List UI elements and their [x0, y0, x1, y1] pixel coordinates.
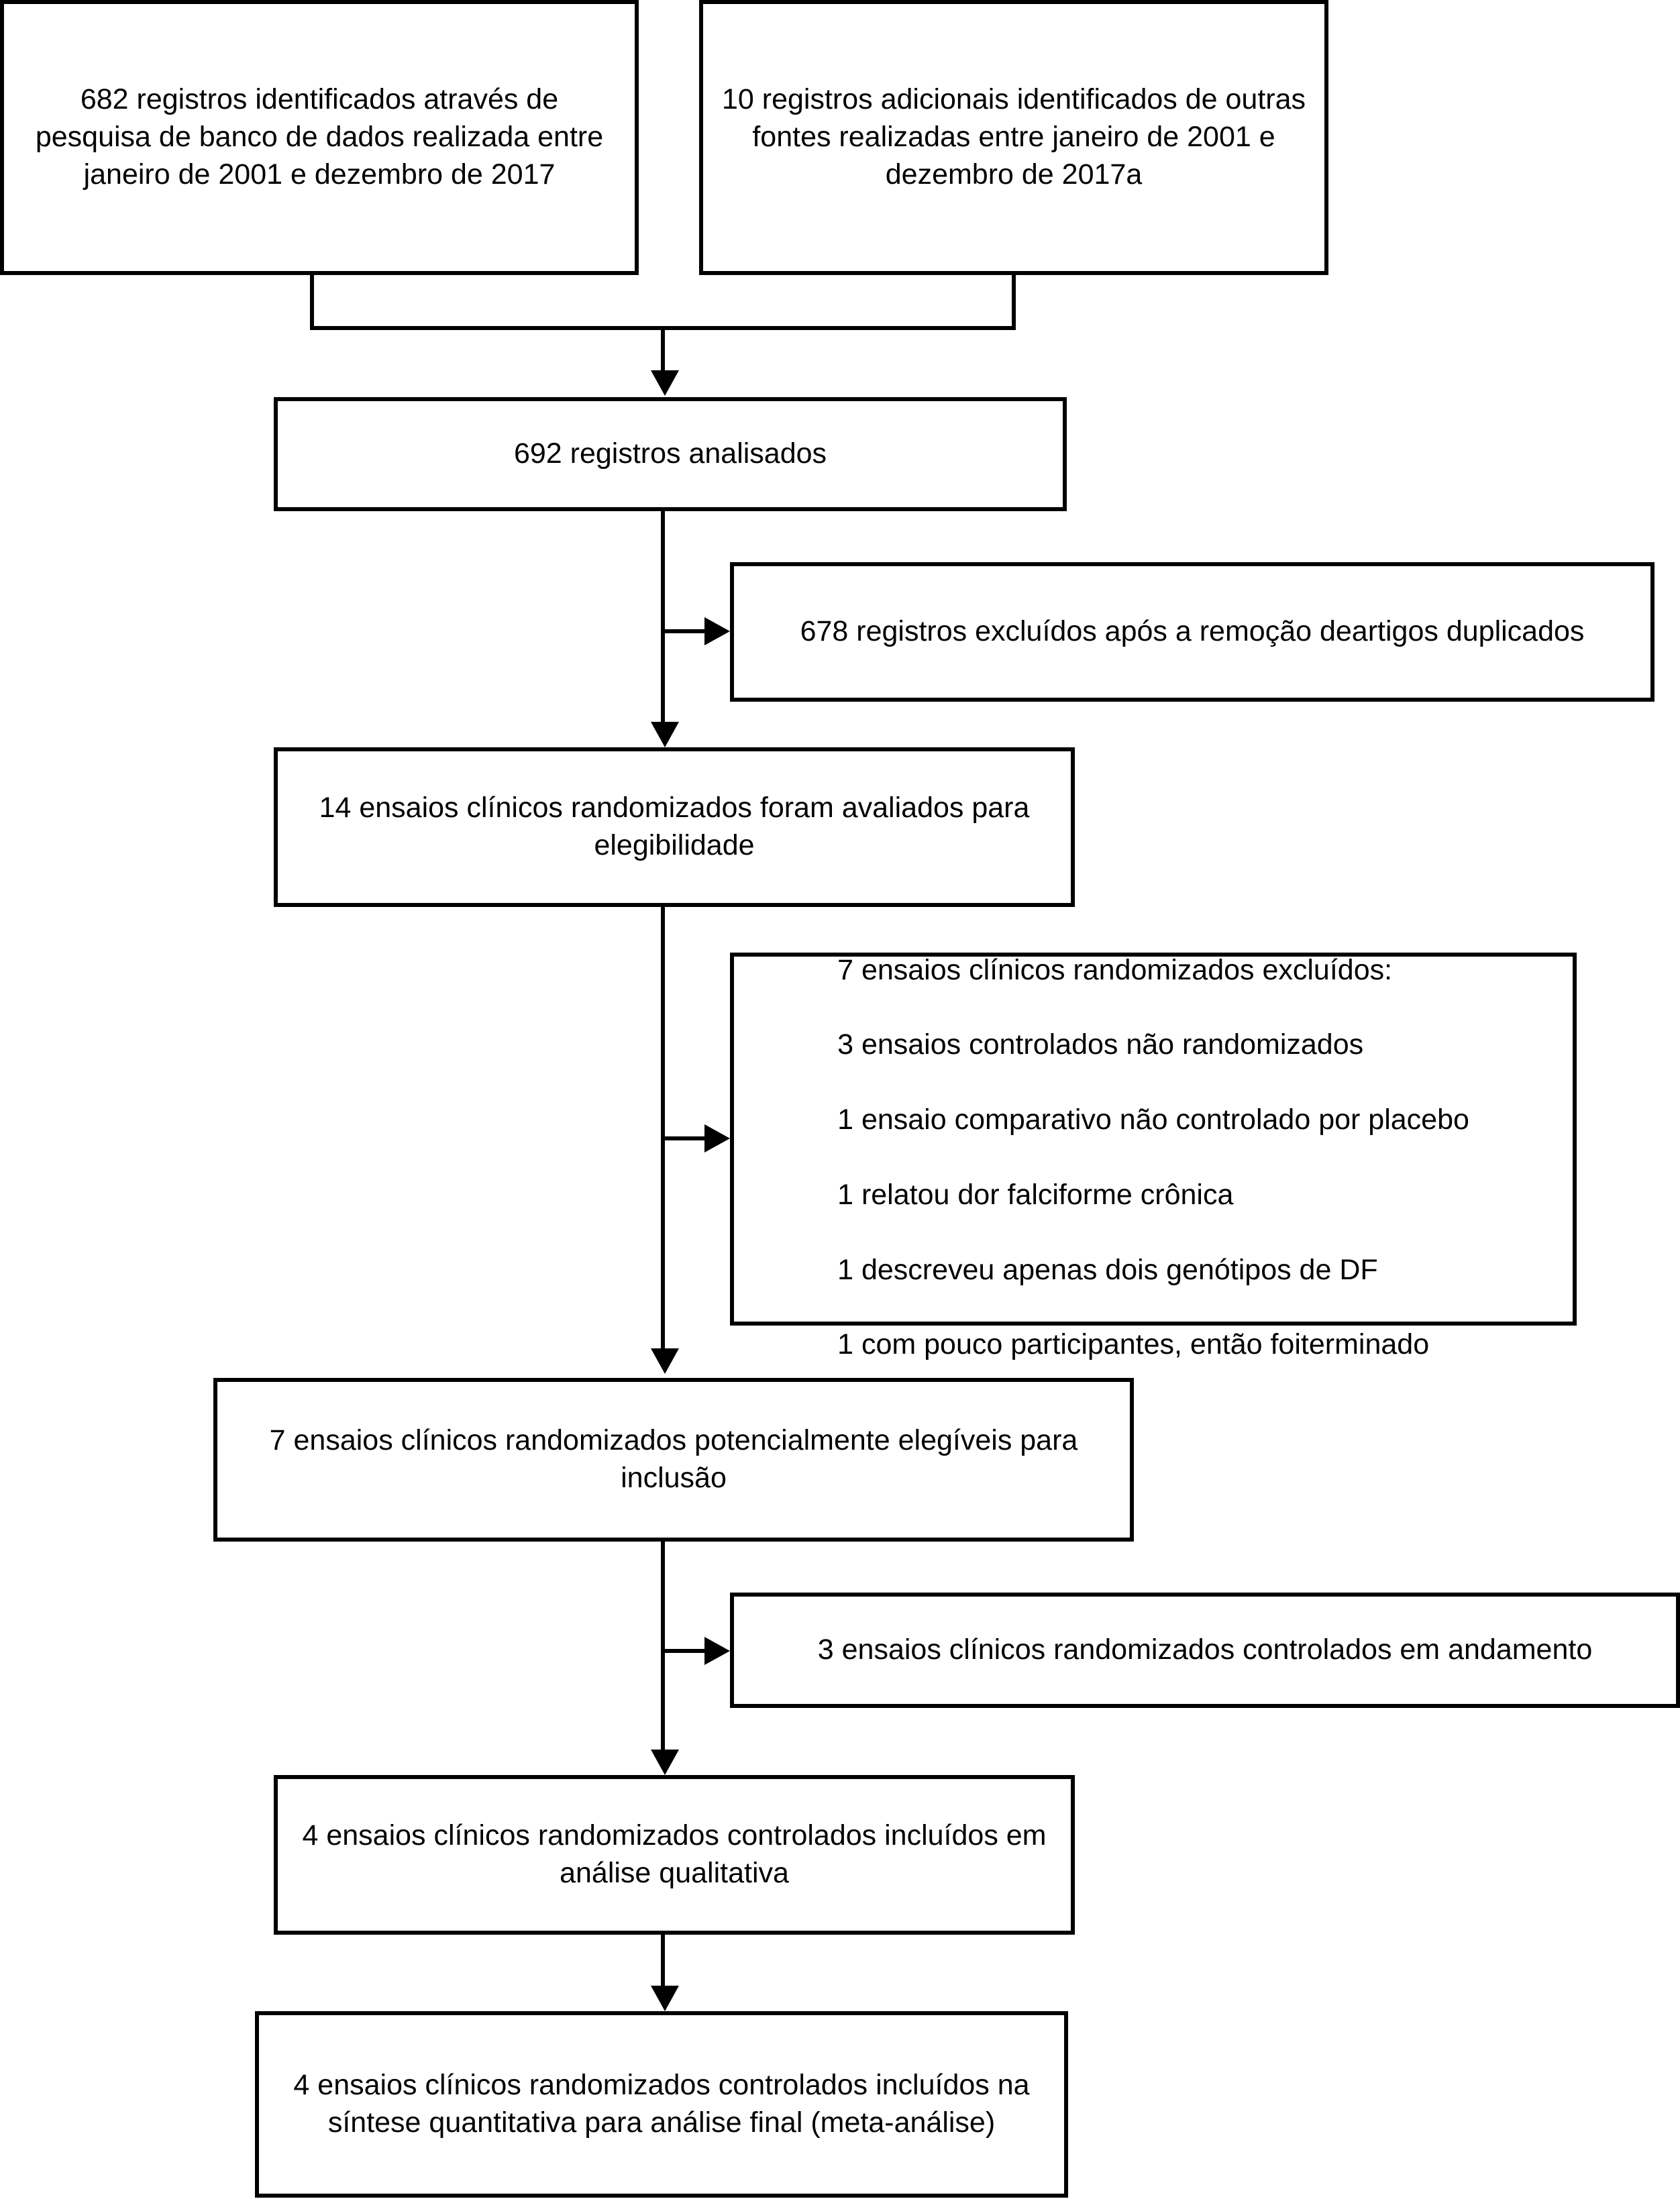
arrow-to-quantitative-synthesis: [651, 1986, 679, 2011]
node-excluded-reasons-list: 7 ensaios clínicos randomizados excluído…: [820, 914, 1487, 1364]
node-identified-database-label: 682 registros identificados através de p…: [35, 83, 604, 191]
connector-branch-ongoing: [661, 1649, 706, 1653]
arrow-to-duplicates-excluded: [704, 617, 730, 645]
connector-branch-duplicates: [661, 629, 706, 633]
node-ongoing-trials-label: 3 ensaios clínicos randomizados controla…: [817, 1633, 1593, 1666]
excluded-reason-line-2: 3 ensaios controlados não randomizados: [837, 1028, 1364, 1061]
node-quantitative-synthesis-label: 4 ensaios clínicos randomizados controla…: [293, 2069, 1030, 2139]
node-ongoing-trials: 3 ensaios clínicos randomizados controla…: [730, 1593, 1680, 1708]
excluded-reason-line-5: 1 descreveu apenas dois genótipos de DF: [837, 1253, 1378, 1286]
connector-branch-exclusions: [661, 1136, 706, 1140]
node-assessed-eligibility: 14 ensaios clínicos randomizados foram a…: [274, 747, 1075, 907]
connector-stub-from-database: [310, 275, 314, 330]
connector-qualitative-to-quantitative: [661, 1935, 665, 1987]
excluded-reason-line-3: 1 ensaio comparativo não controlado por …: [837, 1104, 1469, 1136]
connector-potential-to-qualitative: [661, 1542, 665, 1751]
node-quantitative-synthesis: 4 ensaios clínicos randomizados controla…: [255, 2011, 1068, 2198]
arrow-to-records-screened: [651, 370, 679, 396]
connector-screened-to-eligibility: [661, 511, 665, 723]
arrow-to-qualitative-synthesis: [651, 1750, 679, 1775]
connector-eligibility-to-potential: [661, 907, 665, 1350]
arrow-to-excluded-reasons: [704, 1124, 730, 1152]
node-identified-database: 682 registros identificados através de p…: [0, 0, 639, 275]
node-identified-other-sources: 10 registros adicionais identificados de…: [699, 0, 1328, 275]
arrow-to-assessed-eligibility: [651, 722, 679, 747]
node-records-screened: 692 registros analisados: [274, 397, 1067, 511]
arrow-to-potentially-eligible: [651, 1348, 679, 1374]
connector-stub-from-other-sources: [1012, 275, 1016, 330]
node-qualitative-synthesis-label: 4 ensaios clínicos randomizados controla…: [302, 1819, 1047, 1889]
connector-merge-stem: [661, 326, 665, 372]
node-identified-other-sources-label: 10 registros adicionais identificados de…: [721, 83, 1306, 191]
node-records-excluded-duplicates-label: 678 registros excluídos após a remoção d…: [800, 615, 1585, 648]
node-records-screened-label: 692 registros analisados: [513, 437, 827, 470]
excluded-reason-line-1: 7 ensaios clínicos randomizados excluído…: [837, 953, 1393, 986]
node-qualitative-synthesis: 4 ensaios clínicos randomizados controla…: [274, 1775, 1075, 1935]
node-excluded-reasons: 7 ensaios clínicos randomizados excluído…: [730, 953, 1577, 1360]
node-records-excluded-duplicates: 678 registros excluídos após a remoção d…: [730, 562, 1655, 702]
node-potentially-eligible-label: 7 ensaios clínicos randomizados potencia…: [269, 1424, 1078, 1494]
arrow-to-ongoing-trials: [704, 1637, 730, 1665]
node-assessed-eligibility-label: 14 ensaios clínicos randomizados foram a…: [319, 792, 1030, 861]
excluded-reason-line-4: 1 relatou dor falciforme crônica: [837, 1178, 1234, 1211]
node-potentially-eligible: 7 ensaios clínicos randomizados potencia…: [213, 1378, 1134, 1542]
excluded-reason-line-6: 1 com pouco participantes, então foiterm…: [837, 1328, 1430, 1361]
